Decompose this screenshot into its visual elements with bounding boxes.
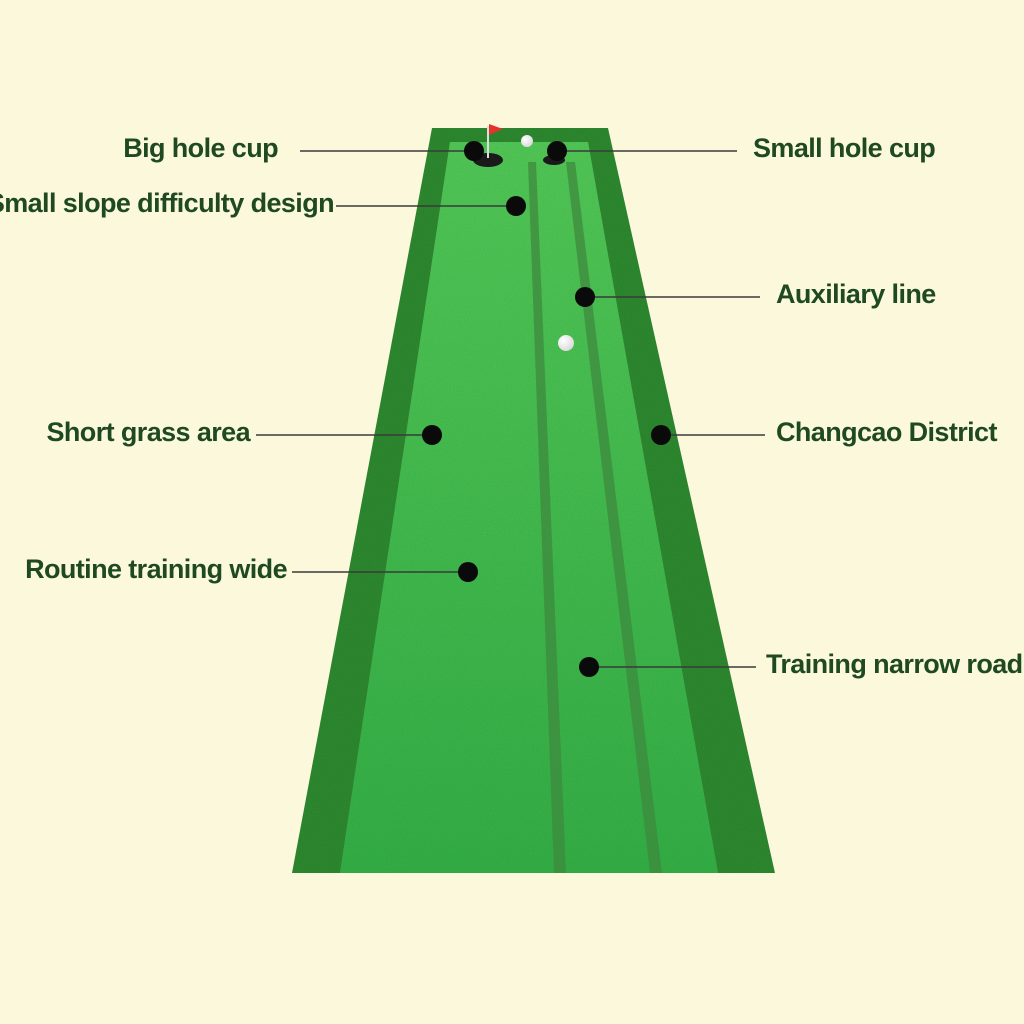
- callout-changcao-district: Changcao District: [651, 417, 998, 447]
- marker-dot: [464, 141, 484, 161]
- short-grass-surface: [340, 142, 718, 873]
- auxiliary-line-right: [566, 162, 662, 873]
- callout-label: Routine training wide: [25, 554, 287, 584]
- callout-small-hole-cup: Small hole cup: [547, 133, 936, 163]
- callout-big-hole-cup: Big hole cup: [123, 133, 484, 163]
- callout-label: Auxiliary line: [776, 279, 936, 309]
- callout-list: Big hole cup Small hole cup Small slope …: [0, 133, 1023, 679]
- marker-dot: [579, 657, 599, 677]
- marker-dot: [575, 287, 595, 307]
- callout-auxiliary-line: Auxiliary line: [575, 279, 937, 309]
- marker-dot: [651, 425, 671, 445]
- callout-label: Small slope difficulty design: [0, 188, 334, 218]
- marker-dot: [506, 196, 526, 216]
- callout-routine-training-wide: Routine training wide: [25, 554, 478, 584]
- marker-dot: [458, 562, 478, 582]
- callout-label: Training narrow road: [766, 649, 1023, 679]
- callout-label: Changcao District: [776, 417, 997, 447]
- callout-training-narrow-road: Training narrow road: [579, 649, 1023, 679]
- auxiliary-line-left: [528, 162, 566, 873]
- callout-label: Small hole cup: [753, 133, 935, 163]
- callout-label: Short grass area: [47, 417, 252, 447]
- marker-dot: [547, 141, 567, 161]
- callout-label: Big hole cup: [123, 133, 278, 163]
- golf-ball-icon: [558, 335, 574, 351]
- golf-ball-icon: [521, 135, 533, 147]
- putting-mat: [292, 124, 775, 873]
- callout-short-grass-area: Short grass area: [47, 417, 442, 447]
- flag-icon: [489, 124, 503, 135]
- callout-small-slope-difficulty-design: Small slope difficulty design: [0, 188, 526, 218]
- marker-dot: [422, 425, 442, 445]
